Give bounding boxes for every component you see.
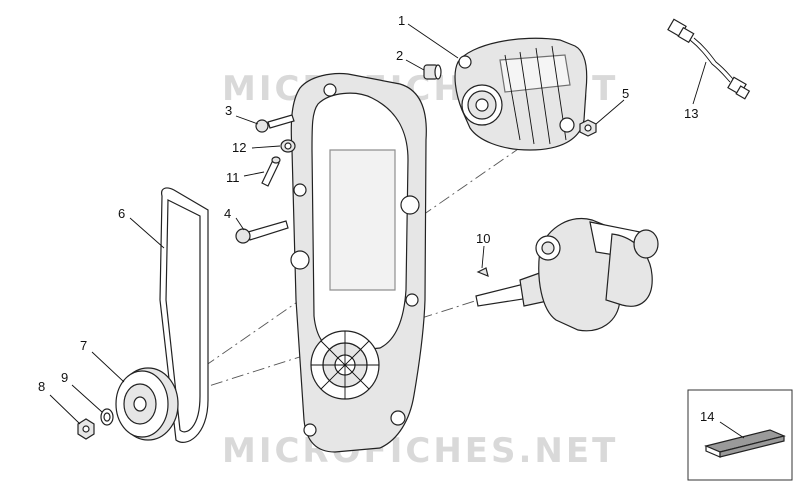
callout-1: 1: [398, 13, 405, 28]
callout-12: 12: [232, 140, 246, 155]
washer-12: [280, 139, 296, 153]
crankshaft: [475, 218, 659, 332]
timing-cover: [290, 72, 427, 453]
leader-8: [49, 394, 81, 425]
bushing: [423, 64, 442, 80]
woodruff-key-10: [476, 267, 489, 277]
leader-10: [481, 245, 485, 269]
axis-line-crankshaft: [189, 299, 479, 393]
screw-4: [235, 220, 289, 244]
callout-4: 4: [224, 206, 231, 221]
leader-1: [407, 23, 459, 59]
drive-belt: [159, 187, 209, 443]
callout-7: 7: [80, 338, 87, 353]
nut-8: [77, 418, 95, 440]
leader-12: [251, 145, 281, 149]
leader-9: [71, 384, 103, 413]
leader-6: [129, 217, 165, 249]
screw-3: [255, 114, 295, 133]
nut-5: [579, 119, 597, 137]
callout-9: 9: [61, 370, 68, 385]
callout-10: 10: [476, 231, 490, 246]
callout-14: 14: [700, 409, 714, 424]
callout-13: 13: [684, 106, 698, 121]
callout-2: 2: [396, 48, 403, 63]
callout-5: 5: [622, 86, 629, 101]
leader-2: [405, 59, 425, 71]
generator: [454, 37, 588, 151]
leader-14: [719, 421, 745, 439]
callout-8: 8: [38, 379, 45, 394]
washer-9: [100, 408, 114, 426]
callout-3: 3: [225, 103, 232, 118]
wiring-harness: [667, 18, 751, 100]
callout-11: 11: [226, 170, 240, 185]
leader-5: [595, 99, 625, 125]
watermark-bottom: MICROFICHES.NET: [222, 431, 618, 471]
leader-7: [91, 351, 125, 383]
callout-6: 6: [118, 206, 125, 221]
stud-11: [261, 156, 281, 187]
crankshaft-pulley: [115, 367, 179, 441]
leader-4: [235, 217, 245, 231]
leader-13: [692, 61, 707, 105]
leader-3: [235, 115, 259, 125]
leader-11: [243, 171, 265, 177]
